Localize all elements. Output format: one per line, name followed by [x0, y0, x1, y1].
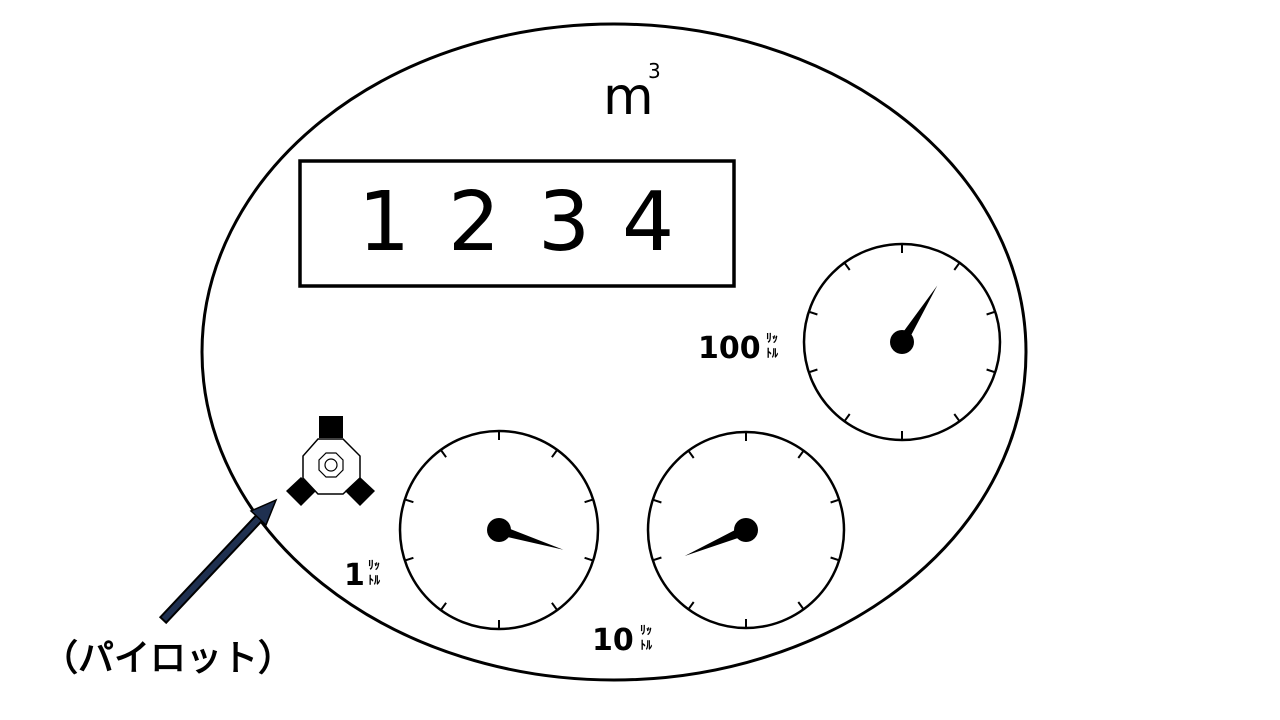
dial-tick [843, 413, 851, 422]
dial-ticks [808, 244, 996, 440]
dial-100-unit-top: ﾘｯ [766, 331, 778, 345]
dial-tick [584, 556, 594, 562]
dial-10-unit-bottom: ﾄﾙ [640, 638, 653, 652]
dial-tick [953, 413, 961, 422]
dial-tick [808, 368, 818, 374]
counter-digit-2: 2 [448, 175, 500, 270]
unit-label: m [603, 67, 654, 127]
counter-digit-3: 3 [538, 175, 590, 270]
dial-ticks [404, 431, 594, 629]
unit-exponent: 3 [648, 59, 661, 83]
dial-1-liter [398, 429, 600, 631]
dial-tick [797, 450, 805, 459]
dial-1-unit-bottom: ﾄﾙ [368, 573, 381, 587]
dial-10-liter [646, 430, 846, 630]
pilot-pointer-arrow [158, 498, 278, 625]
dial-1-value-label: 1 [344, 558, 365, 593]
digit-counter-window [298, 159, 736, 288]
dial-tick [986, 368, 996, 374]
counter-digit-1: 1 [358, 175, 410, 270]
dial-hub [890, 330, 914, 354]
dial-100-value-label: 100 [698, 331, 761, 366]
pilot-vane-left [286, 477, 316, 506]
pilot-label: （パイロット） [42, 638, 294, 679]
pilot-vane-top [319, 416, 343, 438]
dial-10-value-label: 10 [592, 623, 634, 658]
dial-1-unit-top: ﾘｯ [368, 558, 380, 572]
dial-tick [551, 449, 559, 458]
dial-tick [808, 310, 818, 316]
dial-10-unit-top: ﾘｯ [640, 623, 652, 637]
dial-tick [404, 556, 414, 562]
dial-tick [843, 262, 851, 271]
dial-needle [684, 525, 748, 556]
dial-tick [687, 450, 695, 459]
dial-100-unit-bottom: ﾄﾙ [766, 346, 779, 360]
dial-tick [986, 310, 996, 316]
counter-digit-4: 4 [622, 175, 674, 270]
pilot-vane-right [345, 477, 375, 506]
dial-needle [497, 525, 564, 550]
dial-100-liter [802, 242, 1002, 442]
dial-tick [439, 602, 447, 611]
dial-tick [652, 498, 662, 504]
dial-needle [897, 285, 938, 345]
dial-tick [439, 449, 447, 458]
dial-tick [797, 601, 805, 610]
dial-hub [487, 518, 511, 542]
pilot-center-dot [324, 458, 338, 472]
dial-tick [584, 498, 594, 504]
pilot-indicator-icon [286, 416, 375, 506]
dial-tick [687, 601, 695, 610]
dial-ticks [652, 432, 840, 628]
dial-tick [830, 556, 840, 562]
dial-tick [652, 556, 662, 562]
dial-tick [551, 602, 559, 611]
dial-tick [830, 498, 840, 504]
dial-tick [404, 498, 414, 504]
dial-tick [953, 262, 961, 271]
dial-hub [734, 518, 758, 542]
